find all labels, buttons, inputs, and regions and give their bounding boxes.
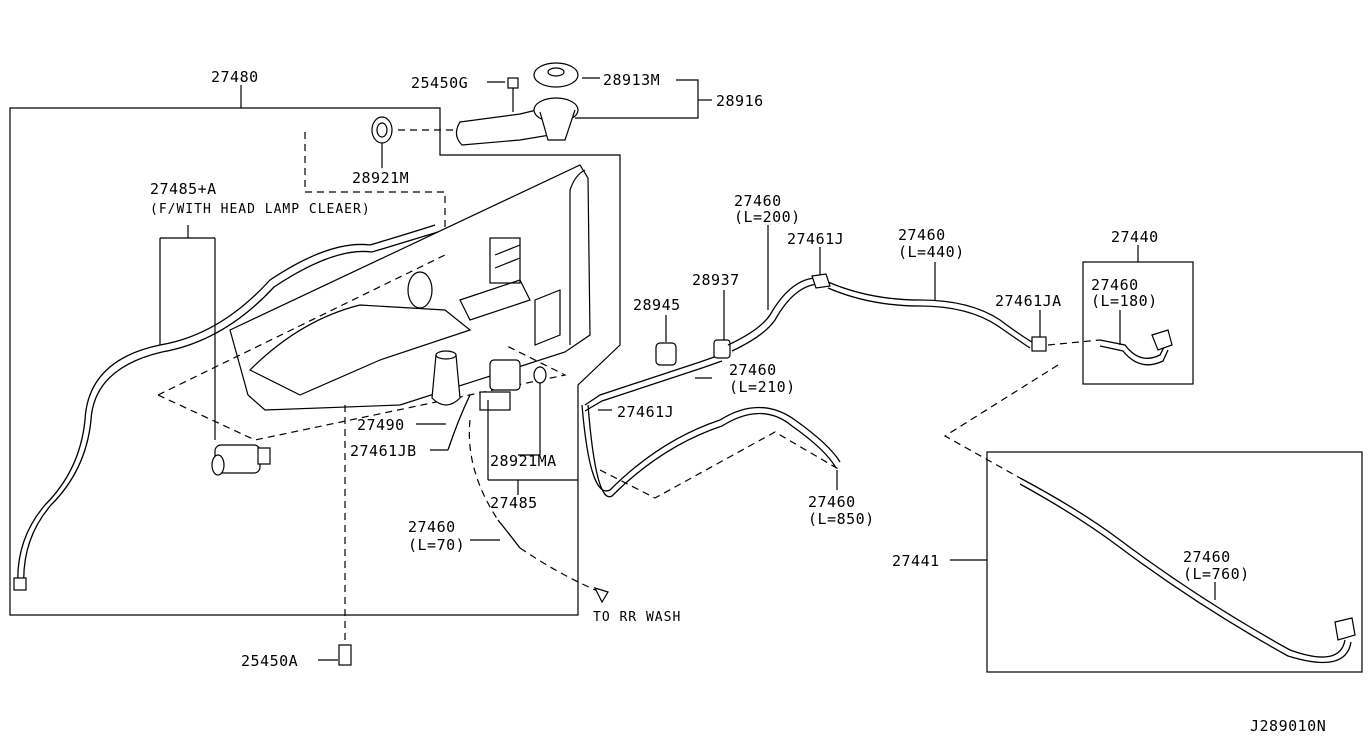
label-28913M: 28913M — [603, 71, 660, 89]
label-27460-440: 27460 — [898, 226, 946, 244]
pump-motor — [211, 444, 271, 476]
label-27460-210-len: (L=210) — [729, 378, 796, 396]
label-28937: 28937 — [692, 271, 740, 289]
hose-27460-760 — [1019, 477, 1346, 658]
assembly-27480-frame — [9, 107, 621, 616]
label-27441: 27441 — [892, 552, 940, 570]
filter-27490 — [431, 350, 461, 406]
label-27460-200: 27460 — [734, 192, 782, 210]
label-27460-760: 27460 — [1183, 548, 1231, 566]
label-27460-850: 27460 — [808, 493, 856, 511]
bolt-25450A — [338, 644, 352, 666]
label-28921MA: 28921MA — [490, 452, 557, 470]
label-27460-850-len: (L=850) — [808, 510, 875, 528]
label-27485A: 27485+A — [150, 180, 217, 198]
label-27460-760-len: (L=760) — [1183, 565, 1250, 583]
label-27460-180-len: (L=180) — [1091, 292, 1158, 310]
label-28921M: 28921M — [352, 169, 409, 187]
pump-27485 — [479, 359, 547, 411]
label-27461J-mid: 27461J — [617, 403, 674, 421]
label-27440: 27440 — [1111, 228, 1159, 246]
label-27460-180: 27460 — [1091, 276, 1139, 294]
label-27485: 27485 — [490, 494, 538, 512]
label-27480: 27480 — [211, 68, 259, 86]
label-27490: 27490 — [357, 416, 405, 434]
diagram-code: J289010N — [1250, 717, 1326, 735]
hose-27460-850 — [581, 404, 841, 492]
label-27460-70-len: (L=70) — [408, 536, 465, 554]
filler-neck-28916 — [455, 62, 579, 146]
label-28945: 28945 — [633, 296, 681, 314]
label-27461J-top: 27461J — [787, 230, 844, 248]
label-27460-440-len: (L=440) — [898, 243, 965, 261]
washer-tank — [229, 164, 591, 411]
label-to-rr-wash: TO RR WASH — [593, 610, 681, 625]
label-27461JA: 27461JA — [995, 292, 1062, 310]
clip-28945 — [655, 342, 677, 366]
hose-27460-440 — [827, 281, 1033, 343]
label-25450A: 25450A — [241, 652, 298, 670]
label-27460-200-len: (L=200) — [734, 208, 801, 226]
label-27461JB: 27461JB — [350, 442, 417, 460]
label-28916: 28916 — [716, 92, 764, 110]
label-27485A-note: (F/WITH HEAD LAMP CLEAER) — [150, 202, 371, 217]
label-27460-210: 27460 — [729, 361, 777, 379]
box-27441 — [986, 451, 1363, 673]
hose-27460-210 — [584, 354, 721, 406]
hose-27460-200 — [727, 277, 816, 346]
label-25450G: 25450G — [411, 74, 468, 92]
label-27460-70: 27460 — [408, 518, 456, 536]
